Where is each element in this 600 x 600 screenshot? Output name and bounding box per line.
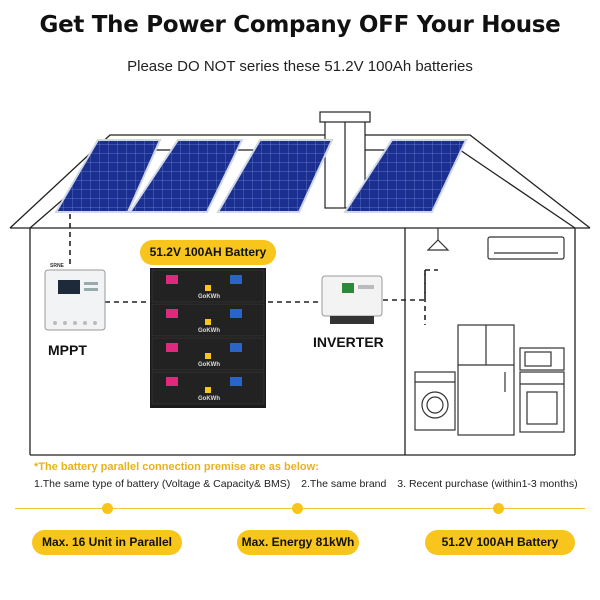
microwave [519,347,565,371]
lamp [426,228,450,251]
battery-pill: 51.2V 100AH Battery [140,240,276,265]
battery-module-2 [151,303,265,337]
battery-brand-3: GoKWh [198,362,220,368]
mppt-label: MPPT [48,342,87,358]
notes-list: 1.The same type of battery (Voltage & Ca… [34,478,586,490]
solar-panel-1 [54,139,162,213]
air-conditioner [487,236,565,260]
feature-parallel-units: Max. 16 Unit in Parallel [32,530,182,555]
feature-battery-spec: 51.2V 100AH Battery [425,530,575,555]
mppt-brand: SRNE [50,263,65,269]
stove [519,371,565,433]
timeline-dot-2 [292,503,303,514]
feature-max-energy: Max. Energy 81kWh [237,530,359,555]
notes-title: *The battery parallel connection premise… [34,461,319,473]
note-item-3: 3. Recent purchase (within1-3 months) [397,478,578,490]
wiring [69,214,438,325]
solar-panel-2 [128,139,244,213]
solar-panels [54,139,468,213]
solar-panel-3 [216,139,334,213]
refrigerator [457,324,515,436]
note-item-2: 2.The same brand [301,478,387,490]
battery-module-1 [151,269,265,303]
timeline-dot-3 [493,503,504,514]
washing-machine [414,371,456,431]
battery-module-4 [151,371,265,405]
inverter-label: INVERTER [313,334,384,350]
mppt-controller [44,269,106,331]
inverter-unit [321,275,383,324]
battery-module-3 [151,337,265,371]
page-subtitle: Please DO NOT series these 51.2V 100Ah b… [127,58,473,75]
battery-brand-4: GoKWh [198,396,220,402]
battery-stack [150,268,266,408]
battery-brand-1: GoKWh [198,294,220,300]
timeline-dot-1 [102,503,113,514]
battery-brand-2: GoKWh [198,328,220,334]
solar-panel-4 [343,139,468,213]
note-item-1: 1.The same type of battery (Voltage & Ca… [34,478,291,490]
page-title: Get The Power Company OFF Your House [39,12,561,38]
